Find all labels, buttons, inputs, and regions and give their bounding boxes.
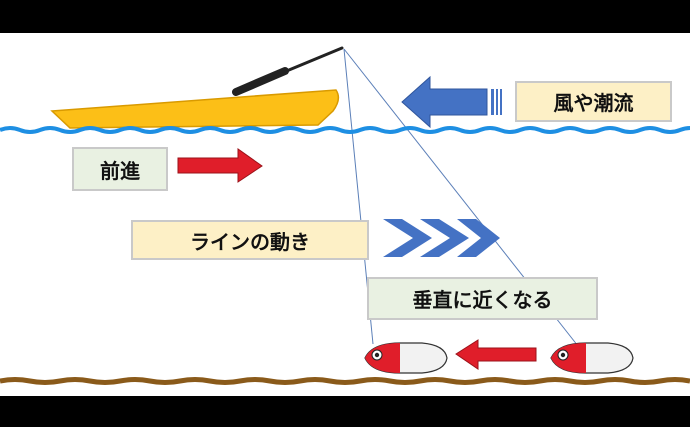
label-line-movement: ラインの動き [131,220,369,260]
label-wind-current: 風や潮流 [515,81,672,122]
bottom-letterbox [0,396,690,427]
fishing-lure-icon [550,342,634,374]
right-arrow-icon [177,148,263,183]
left-arrow-icon [455,339,537,370]
diagram-canvas: 風や潮流 前進 ラインの動き 垂直に近くなる [0,33,690,396]
boat-icon [50,89,340,129]
top-letterbox [0,0,690,33]
label-near-vertical: 垂直に近くなる [367,277,598,320]
chevrons-right-icon [383,219,500,257]
seabed [0,377,690,385]
water-surface [0,126,690,134]
diagram-drawing [0,46,690,385]
fishing-lure-icon [364,342,448,374]
fishing-rod-icon [232,46,344,96]
left-arrow-icon [401,75,502,129]
label-forward: 前進 [72,147,168,191]
